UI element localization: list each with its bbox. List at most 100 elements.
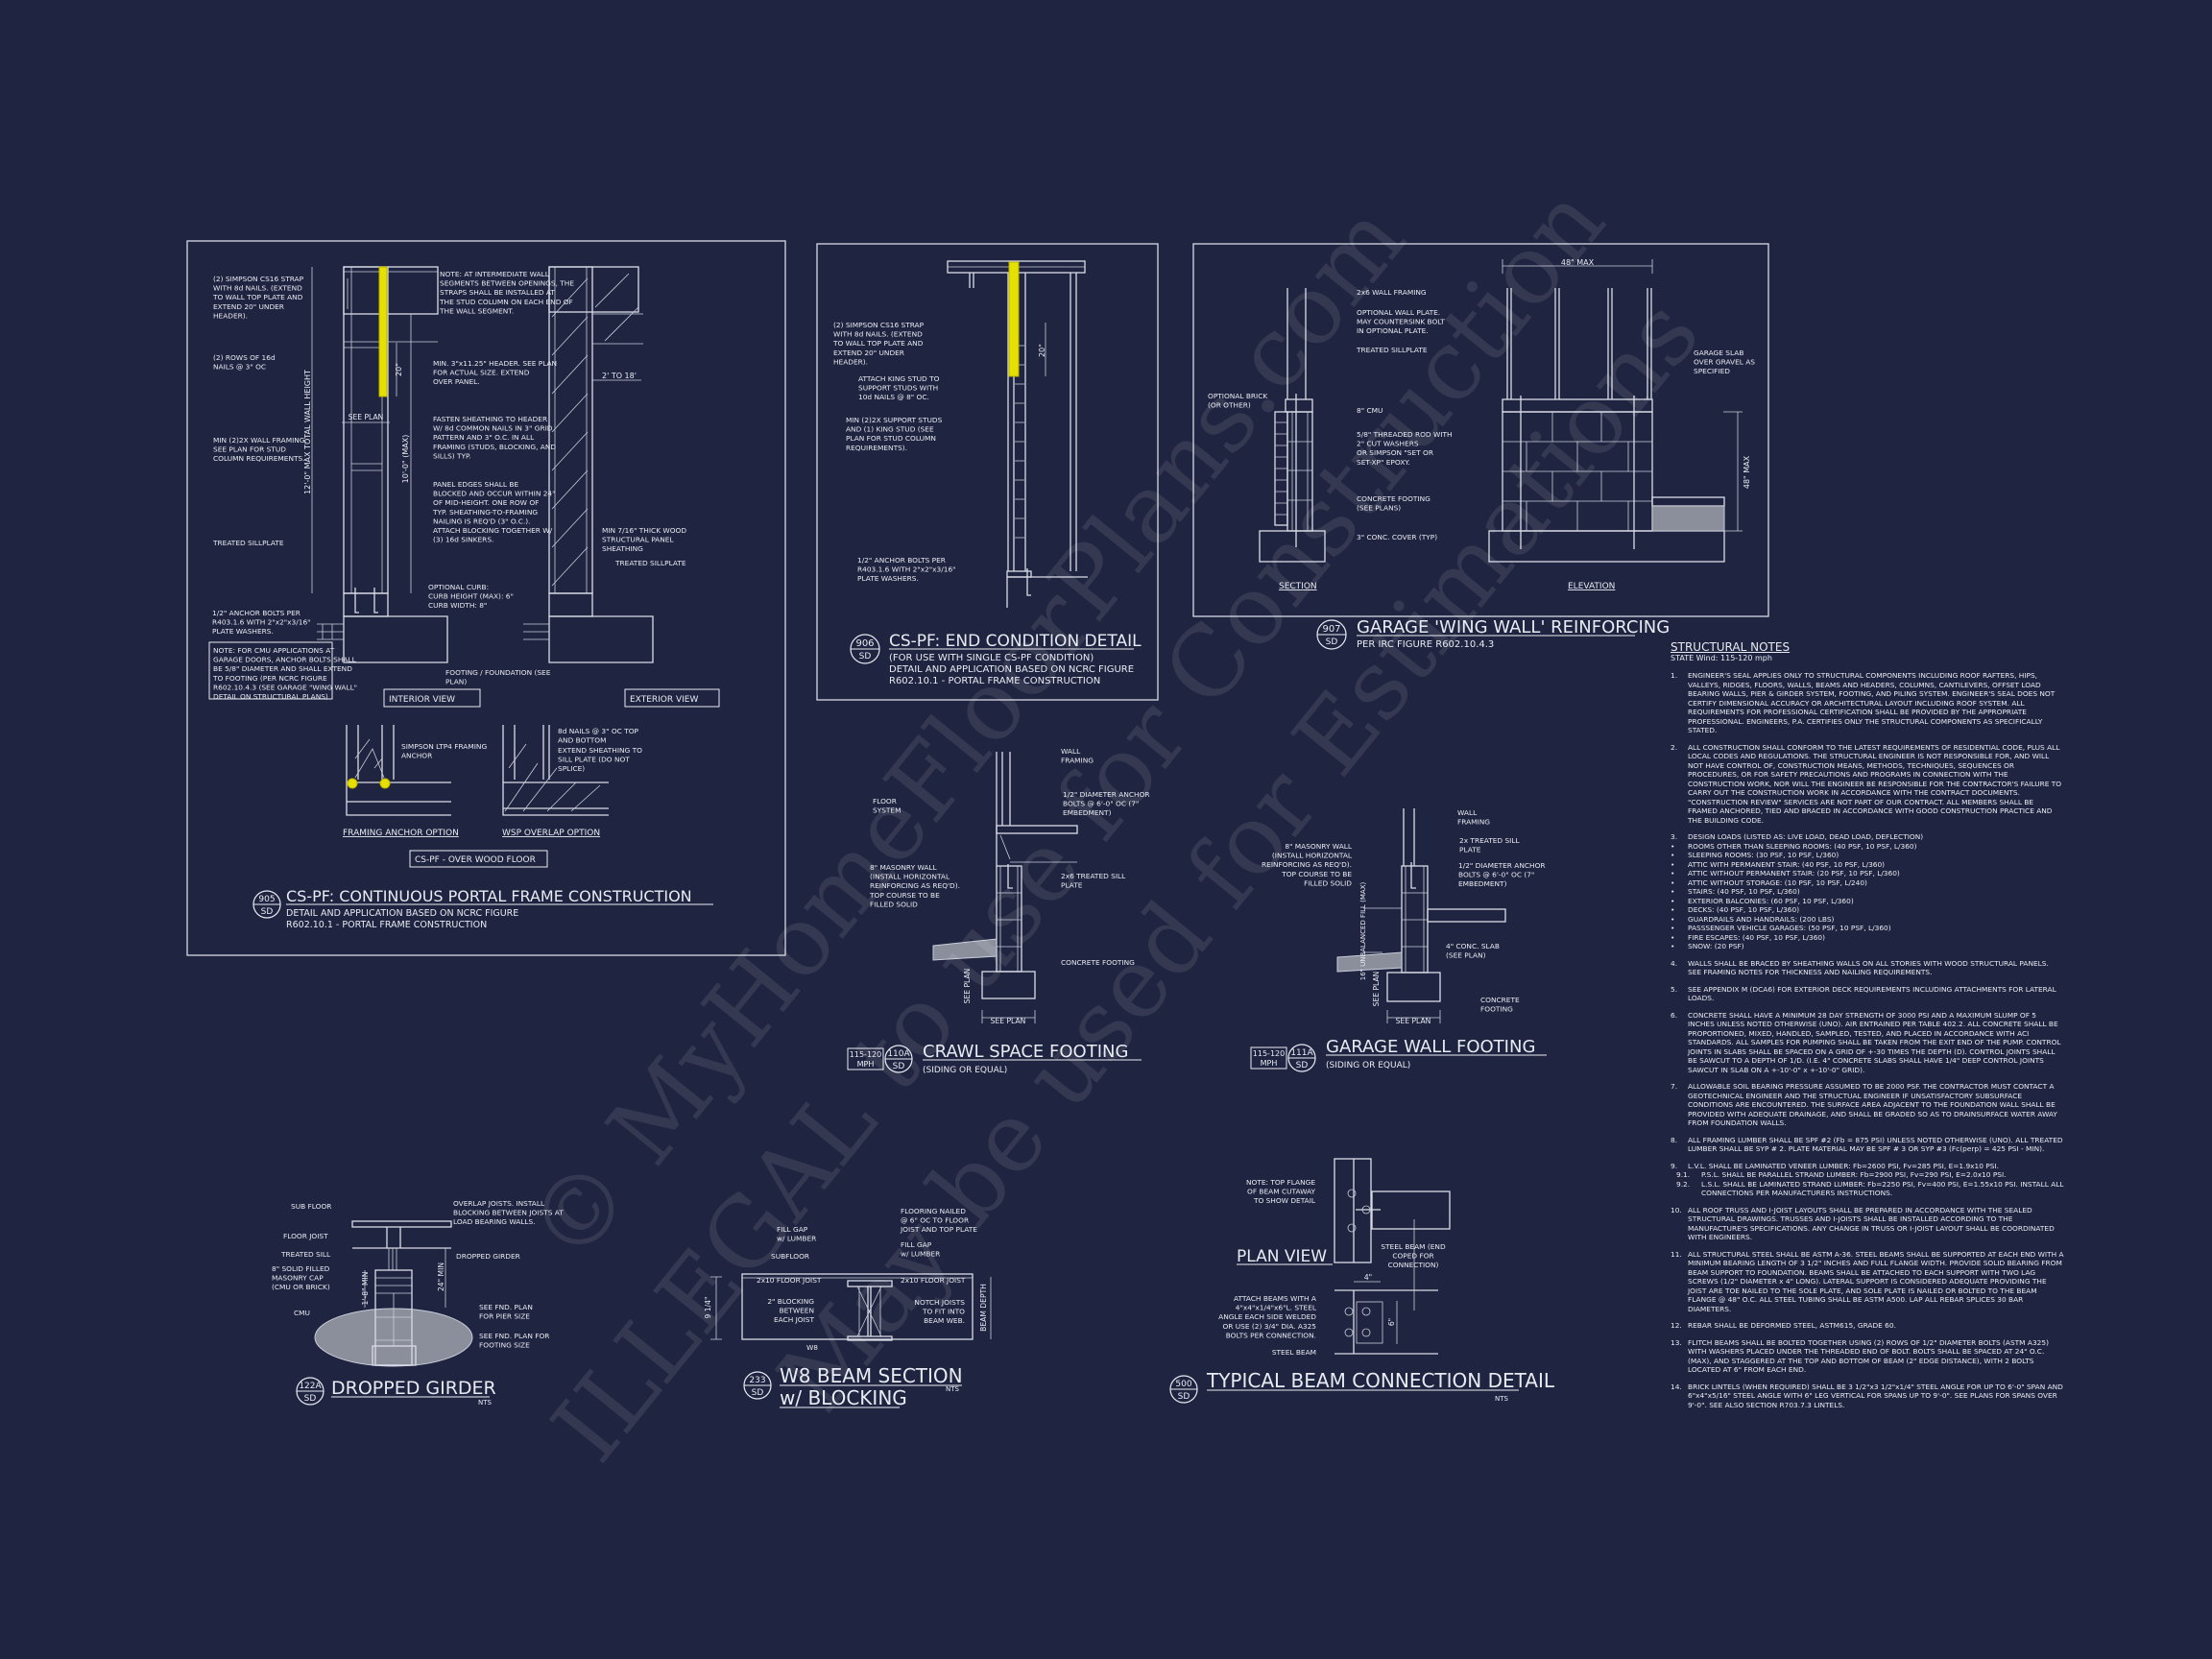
callout-line: GARAGE DOORS, ANCHOR BOLTS SHALL: [213, 656, 357, 664]
note-line: 7.ALLOWABLE SOIL BEARING PRESSURE ASSUME…: [1671, 1082, 2064, 1128]
note-text: L.S.L. SHALL BE LAMINATED STRAND LUMBER:…: [1701, 1179, 2064, 1198]
detail-title: w/ BLOCKING: [780, 1386, 907, 1409]
note-number: •: [1671, 841, 1675, 851]
callout-line: DROPPED GIRDER: [456, 1252, 520, 1261]
callout-line: AND BOTTOM: [558, 736, 606, 745]
callout-line: (3) 16d SINKERS.: [433, 536, 493, 544]
callout-line: TOP COURSE TO BE: [1281, 870, 1352, 878]
callout-line: HEADER).: [213, 311, 248, 320]
callout-line: 1/2" ANCHOR BOLTS PER: [212, 609, 301, 617]
dimension-text: SEE PLAN: [963, 969, 972, 1004]
callout-line: STRAPS SHALL BE INSTALLED AT: [440, 288, 555, 297]
detail-905-exterior-view-drawing: [523, 266, 654, 663]
note-text: WALLS SHALL BE BRACED BY SHEATHING WALLS…: [1688, 958, 2049, 977]
note-number: •: [1671, 869, 1675, 878]
callout-line: OVER GRAVEL AS: [1694, 358, 1755, 367]
callout-line: CURB HEIGHT (MAX): 6": [428, 592, 514, 601]
note-text: ALL STRUCTURAL STEEL SHALL BE ASTM A-36.…: [1688, 1249, 2064, 1313]
callout-line: FLOOR: [873, 797, 897, 805]
dimension-text: 1'-8" MIN: [361, 1272, 370, 1306]
callout-line: BOLTS @ 6'-0" OC (7": [1458, 871, 1534, 879]
callout-line: OF BEAM CUTAWAY: [1247, 1188, 1315, 1196]
note-text: SLEEPING ROOMS: (30 PSF, 10 PSF, L/360): [1688, 851, 1839, 859]
note-number: •: [1671, 878, 1675, 887]
detail-subtitle: (SIDING OR EQUAL): [923, 1066, 1007, 1075]
wind-speed: 115-120: [850, 1050, 881, 1059]
callout-label: TREATED SILLPLATE: [1356, 346, 1428, 354]
detail-marker-d906: [850, 634, 880, 664]
callout-line: TREATED SILLPLATE: [614, 559, 686, 567]
callout-label: 8" CMU: [1357, 406, 1382, 415]
callout-line: 2" BLOCKING: [767, 1297, 814, 1306]
callout-line: TOP COURSE TO BE: [869, 891, 940, 900]
callout-line: SEGMENTS BETWEEN OPENINGS, THE: [440, 279, 574, 288]
callout-line: NOTCH JOISTS: [914, 1298, 965, 1307]
note-text: FLITCH BEAMS SHALL BE BOLTED TOGETHER US…: [1688, 1337, 2049, 1375]
callout-line: DETAIL ON STRUCTURAL PLANS): [213, 692, 328, 701]
callout-label: SUB FLOOR: [291, 1202, 331, 1211]
detail-markers: [208, 619, 1635, 1408]
detail-subtitle: (SIDING OR EQUAL): [1326, 1061, 1410, 1070]
callout-line: 1/2" ANCHOR BOLTS PER: [857, 556, 946, 565]
callout-line: BOLTS PER CONNECTION.: [1226, 1331, 1316, 1339]
note-subitem: 9.2. L.S.L. SHALL BE LAMINATED STRAND LUM…: [1671, 1180, 2064, 1198]
callout-line: ANCHOR: [401, 752, 432, 760]
detail-title: GARAGE WALL FOOTING: [1326, 1037, 1535, 1057]
note-number: 9.2.: [1676, 1179, 1691, 1189]
callout-line: FOOTING SIZE: [479, 1341, 530, 1350]
garage-wall-footing-drawing: [1336, 808, 1506, 1023]
note-bullet: •PASSSENGER VEHICLE GARAGES: (50 PSF, 10…: [1671, 924, 2064, 933]
detail-marker-d907: [1316, 619, 1347, 650]
callout-line: FILLED SOLID: [870, 900, 918, 908]
callout-line: FOR PIER SIZE: [479, 1312, 530, 1321]
callout-line: 2x10 FLOOR JOIST: [757, 1276, 822, 1285]
callout-line: SPECIFIED: [1694, 367, 1730, 375]
callout-label: TREATED SILL: [280, 1250, 331, 1259]
detail-marker-d233: [743, 1371, 772, 1400]
note-text: ATTIC WITHOUT STORAGE: (10 PSF, 10 PSF, …: [1688, 878, 1867, 887]
note-number: 10.: [1671, 1205, 1682, 1214]
callout-label: FLOOR JOIST: [283, 1232, 328, 1240]
note-text: SEE APPENDIX M (DCA6) FOR EXTERIOR DECK …: [1688, 984, 2056, 1003]
detail-marker-d905: [252, 890, 281, 919]
note-bullet: •DECKS: (40 PSF, 10 PSF, L/360): [1671, 905, 2064, 915]
note-line: 3.DESIGN LOADS (LISTED AS: LIVE LOAD, DE…: [1671, 832, 2064, 842]
over-wood-floor-label-box: [409, 850, 548, 868]
note-number: 1.: [1671, 671, 1678, 680]
callout-line: 4"x4"x1/4"x6"L. STEEL: [1236, 1304, 1317, 1312]
callout-line: SUPPORT STUDS WITH: [858, 384, 938, 393]
callout-line: (SEE PLANS): [1357, 504, 1401, 513]
detail-subtitle: PER IRC FIGURE R602.10.4.3: [1357, 639, 1494, 650]
callout-line: HEADER).: [833, 357, 868, 366]
structural-notes: STRUCTURAL NOTES STATE Wind: 115-120 mph…: [1671, 641, 2064, 1417]
note-text: DESIGN LOADS (LISTED AS: LIVE LOAD, DEAD…: [1688, 832, 1924, 841]
callout-line: FILLED SOLID: [1304, 878, 1352, 887]
callout-line: FLOOR JOIST: [283, 1232, 328, 1240]
callout-line: ANGLE EACH SIDE WELDED: [1218, 1312, 1316, 1321]
callout-line: FOR ACTUAL SIZE. EXTEND: [433, 369, 530, 377]
callout-line: (CMU OR BRICK): [272, 1283, 330, 1291]
callout-line: 8" MASONRY WALL: [1285, 842, 1353, 851]
over-wood-floor-label: CS-PF - OVER WOOD FLOOR: [415, 855, 536, 865]
detail-907-elevation-drawing: [1488, 259, 1743, 563]
framing-anchor-option-drawing: [346, 725, 451, 816]
callout-line: OPTIONAL BRICK: [1208, 392, 1267, 400]
callout-label: W8: [806, 1343, 818, 1352]
callout-line: BETWEEN: [780, 1307, 814, 1315]
note-number: •: [1671, 859, 1675, 869]
detail-subtitle: DETAIL AND APPLICATION BASED ON NCRC FIG…: [286, 908, 518, 919]
note-item: 6.CONCRETE SHALL HAVE A MINIMUM 28 DAY S…: [1671, 1011, 2064, 1075]
callout-line: EMBEDMENT): [1458, 879, 1507, 888]
detail-907-frame: [1192, 243, 1769, 617]
note-line: 13.FLITCH BEAMS SHALL BE BOLTED TOGETHER…: [1671, 1338, 2064, 1375]
callout-line: LOAD BEARING WALLS.: [453, 1217, 536, 1226]
